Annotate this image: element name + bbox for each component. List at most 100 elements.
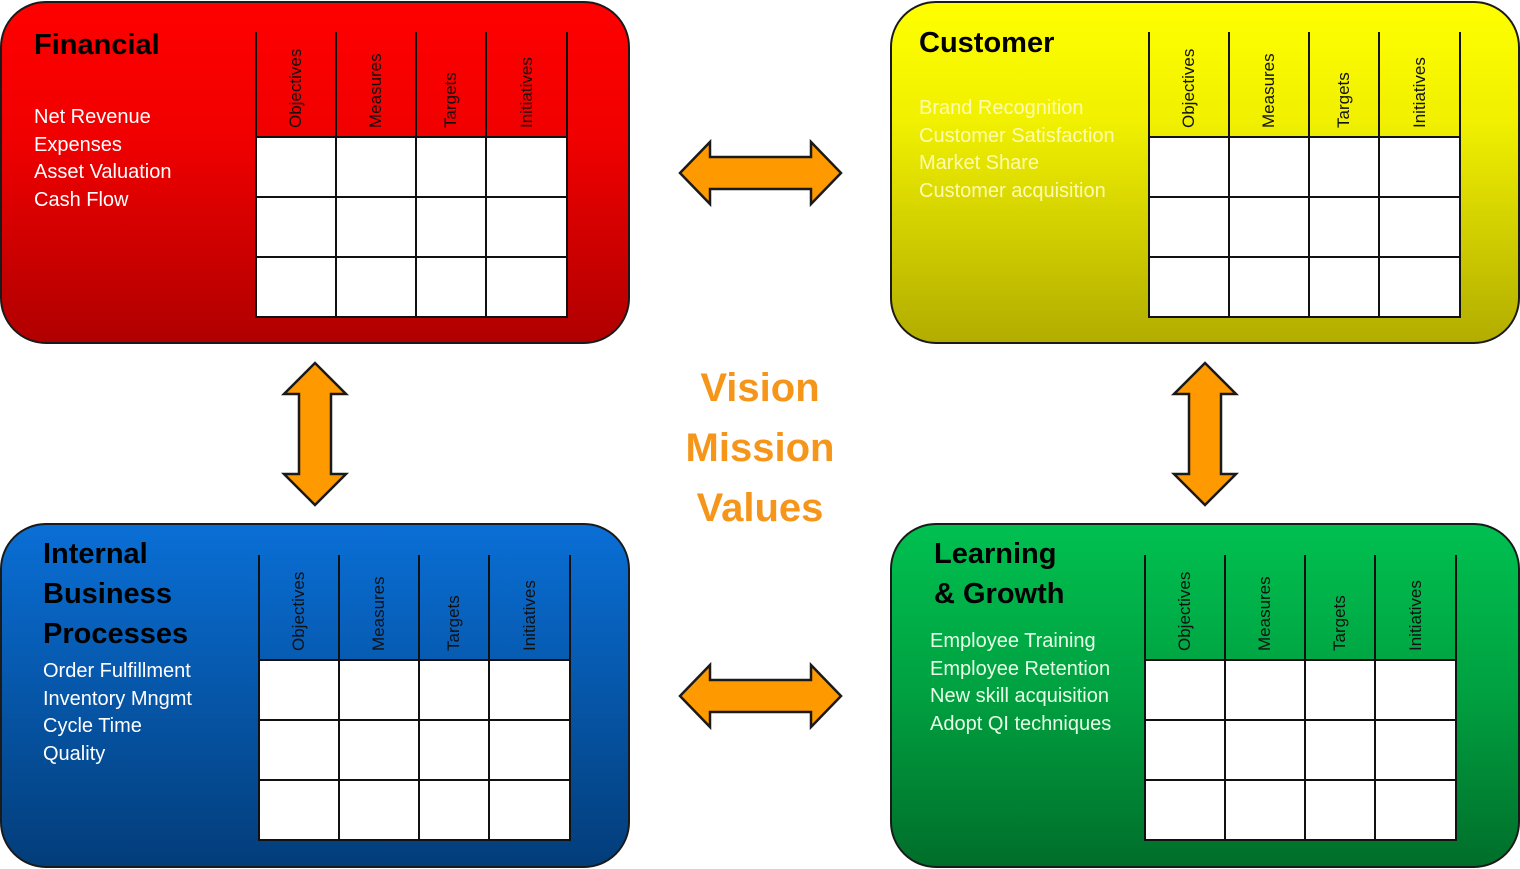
internal-items: Order Fulfillment Inventory Mngmt Cycle …: [43, 658, 192, 768]
internal-title: Internal Business Processes: [43, 534, 188, 654]
grid-cell[interactable]: [338, 779, 420, 841]
center-line-mission: Mission: [685, 426, 835, 470]
grid-cell[interactable]: [335, 256, 417, 318]
grid-cell[interactable]: [485, 136, 568, 198]
grid-cell[interactable]: [1308, 136, 1380, 198]
grid-cell[interactable]: [488, 779, 571, 841]
learning-items: Employee Training Employee Retention New…: [930, 628, 1111, 738]
grid-cell[interactable]: [418, 779, 490, 841]
grid-cell[interactable]: [255, 256, 337, 318]
column-header-label: Measures: [369, 576, 388, 651]
internal-business-panel: Internal Business Processes Order Fulfil…: [0, 523, 630, 868]
financial-panel: Financial Net Revenue Expenses Asset Val…: [0, 1, 630, 344]
grid-cell[interactable]: [418, 719, 490, 781]
column-header-targets: Targets: [1308, 32, 1378, 136]
grid-cell[interactable]: [1148, 196, 1230, 258]
grid-cell[interactable]: [258, 659, 340, 721]
grid-cell[interactable]: [1378, 256, 1461, 318]
column-header-label: Measures: [1255, 576, 1274, 651]
learning-title: Learning & Growth: [934, 534, 1065, 614]
column-header-initiatives: Initiatives: [485, 32, 568, 136]
grid-cell[interactable]: [1308, 256, 1380, 318]
customer-panel: Customer Brand Recognition Customer Sati…: [890, 1, 1520, 344]
grid-cell[interactable]: [415, 196, 487, 258]
column-header-label: Measures: [366, 53, 385, 128]
grid-cell[interactable]: [338, 719, 420, 781]
grid-cell[interactable]: [1304, 779, 1376, 841]
financial-item: Cash Flow: [34, 188, 129, 211]
grid-cell[interactable]: [488, 659, 571, 721]
customer-title: Customer: [919, 23, 1054, 63]
grid-cell[interactable]: [1148, 256, 1230, 318]
grid-cell[interactable]: [1378, 196, 1461, 258]
grid-cell[interactable]: [485, 196, 568, 258]
column-header-label: Objectives: [289, 571, 308, 651]
financial-item: Expenses: [34, 133, 122, 156]
customer-item: Customer Satisfaction: [919, 124, 1115, 147]
column-header-initiatives: Initiatives: [1374, 555, 1457, 659]
grid-cell[interactable]: [338, 659, 420, 721]
grid-cell[interactable]: [1378, 136, 1461, 198]
column-header-measures: Measures: [338, 555, 418, 659]
column-header-objectives: Objectives: [1148, 32, 1228, 136]
grid-cell[interactable]: [1228, 196, 1310, 258]
learning-item: New skill acquisition: [930, 685, 1109, 707]
grid-cell[interactable]: [415, 256, 487, 318]
customer-item: Market Share: [919, 152, 1040, 174]
grid-cell[interactable]: [1374, 659, 1457, 721]
grid-cell[interactable]: [255, 196, 337, 258]
grid-cell[interactable]: [1304, 719, 1376, 781]
column-header-label: Objectives: [1175, 571, 1194, 651]
customer-grid: Objectives Measures Targets Initiatives: [1148, 32, 1461, 318]
column-header-label: Initiatives: [1405, 580, 1425, 651]
grid-cell[interactable]: [1144, 719, 1226, 781]
grid-cell[interactable]: [488, 719, 571, 781]
grid-cell[interactable]: [1224, 719, 1306, 781]
grid-cell[interactable]: [1228, 136, 1310, 198]
double-arrow-horizontal-bottom-icon: [678, 661, 843, 731]
center-line-values: Values: [696, 486, 824, 530]
grid-cell[interactable]: [1304, 659, 1376, 721]
grid-cell[interactable]: [255, 136, 337, 198]
center-line-vision: Vision: [700, 366, 820, 410]
double-arrow-vertical-left-icon: [280, 361, 350, 507]
column-header-measures: Measures: [1228, 32, 1308, 136]
financial-item: Asset Valuation: [34, 161, 172, 183]
grid-cell[interactable]: [418, 659, 490, 721]
financial-items: Net Revenue Expenses Asset Valuation Cas…: [34, 104, 172, 214]
financial-title: Financial: [34, 25, 160, 65]
grid-cell[interactable]: [1148, 136, 1230, 198]
grid-cell[interactable]: [335, 196, 417, 258]
column-header-initiatives: Initiatives: [488, 555, 571, 659]
learning-item: Adopt QI techniques: [930, 712, 1112, 735]
internal-item: Order Fulfillment: [43, 660, 191, 682]
internal-item: Inventory Mngmt: [43, 687, 192, 710]
internal-item: Quality: [43, 742, 106, 765]
grid-cell[interactable]: [1144, 779, 1226, 841]
internal-title-line: Internal: [43, 538, 148, 570]
grid-cell[interactable]: [1308, 196, 1380, 258]
financial-item: Net Revenue: [34, 106, 151, 128]
grid-cell[interactable]: [1374, 719, 1457, 781]
grid-cell[interactable]: [1144, 659, 1226, 721]
grid-cell[interactable]: [415, 136, 487, 198]
column-header-targets: Targets: [418, 555, 488, 659]
grid-cell[interactable]: [1374, 779, 1457, 841]
learning-item: Employee Training: [930, 630, 1096, 652]
column-header-targets: Targets: [415, 32, 485, 136]
learning-growth-panel: Learning & Growth Employee Training Empl…: [890, 523, 1520, 868]
grid-cell[interactable]: [1228, 256, 1310, 318]
grid-cell[interactable]: [335, 136, 417, 198]
column-header-label: Measures: [1259, 53, 1278, 128]
grid-cell[interactable]: [258, 779, 340, 841]
column-header-label: Targets: [1334, 72, 1353, 128]
grid-cell[interactable]: [1224, 779, 1306, 841]
customer-title-line: Customer: [919, 27, 1055, 59]
grid-cell[interactable]: [1224, 659, 1306, 721]
vision-mission-values: Vision Mission Values: [640, 358, 880, 538]
column-header-measures: Measures: [1224, 555, 1304, 659]
column-header-label: Objectives: [1179, 48, 1198, 128]
column-header-initiatives: Initiatives: [1378, 32, 1461, 136]
grid-cell[interactable]: [258, 719, 340, 781]
grid-cell[interactable]: [485, 256, 568, 318]
